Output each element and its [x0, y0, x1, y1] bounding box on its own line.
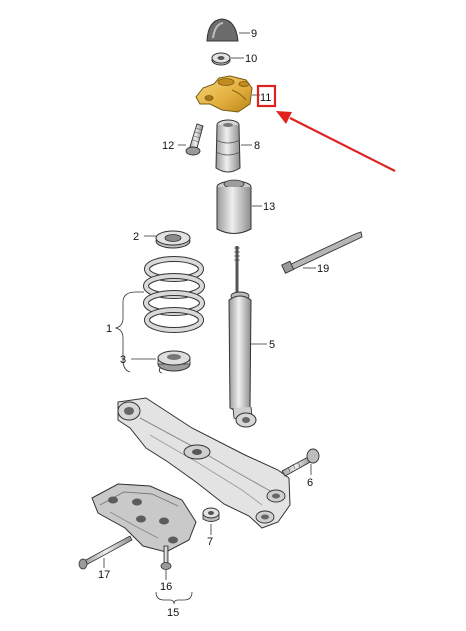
trailing-arm — [117, 397, 291, 529]
callout-10: 10 — [245, 53, 257, 65]
part-5-shock-absorber[interactable] — [228, 246, 257, 428]
callout-16: 16 — [160, 581, 172, 593]
part-7-nut[interactable] — [202, 507, 220, 522]
callout-7: 7 — [207, 536, 213, 548]
callout-12: 12 — [162, 140, 174, 152]
part-3-spring-seat-lower[interactable] — [157, 350, 191, 374]
part-15-bracket-plate[interactable] — [91, 483, 197, 553]
part-10-nut[interactable] — [211, 52, 231, 66]
part-19-cable-tie[interactable] — [281, 231, 363, 274]
part-1-coil-spring[interactable] — [143, 256, 205, 333]
callout-3: 3 — [120, 354, 126, 366]
callout-6: 6 — [307, 477, 313, 489]
part-6-bolt[interactable] — [281, 448, 320, 477]
highlight-box — [256, 84, 277, 108]
callout-1: 1 — [106, 323, 112, 335]
callout-8: 8 — [254, 140, 260, 152]
callout-11[interactable]: 11 — [260, 92, 271, 104]
bracket-group-15 — [155, 591, 193, 605]
callout-2: 2 — [133, 231, 139, 243]
callout-17: 17 — [98, 569, 110, 581]
part-12-bolt[interactable] — [185, 123, 204, 156]
callout-9: 9 — [251, 28, 257, 40]
callout-19: 19 — [317, 263, 329, 275]
part-13-protective-tube[interactable] — [216, 179, 252, 234]
part-2-spring-seat-upper[interactable] — [155, 230, 191, 249]
highlight-arrow — [276, 111, 396, 172]
part-9-cap[interactable] — [206, 18, 239, 42]
bracket-group-1 — [114, 291, 144, 373]
part-8-bump-stop[interactable] — [215, 119, 241, 173]
callout-5: 5 — [269, 339, 275, 351]
callout-15: 15 — [167, 607, 179, 619]
part-17-bolt[interactable] — [78, 535, 133, 570]
part-16-screw[interactable] — [160, 545, 172, 570]
part-11-strut-mount[interactable] — [195, 75, 253, 113]
callout-13: 13 — [263, 201, 275, 213]
